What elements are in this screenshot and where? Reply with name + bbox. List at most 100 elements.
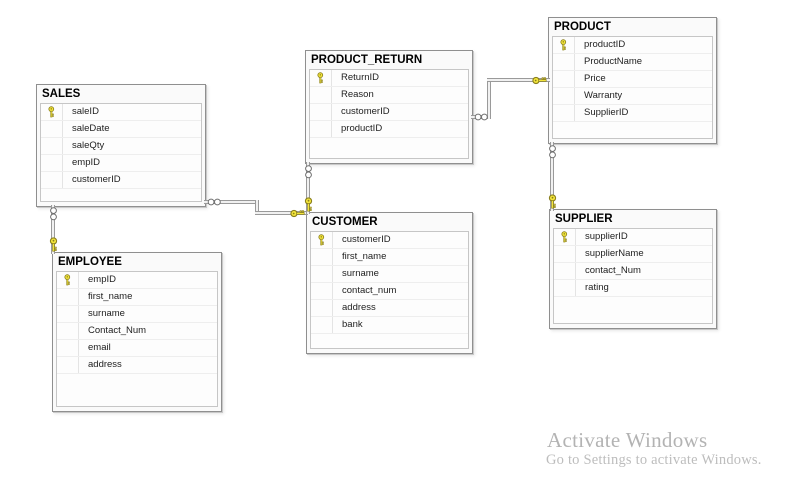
table-row[interactable]: productID: [553, 37, 712, 54]
table-field-grid: ReturnID Reason customerID productID: [309, 69, 469, 159]
entity-table-product_return[interactable]: PRODUCT_RETURN ReturnID Reason customerID pr…: [305, 50, 473, 164]
field-label: first_name: [342, 251, 387, 262]
field-label: surname: [342, 268, 379, 279]
field-label: email: [88, 342, 111, 353]
table-row[interactable]: email: [57, 340, 217, 357]
table-row[interactable]: rating: [554, 280, 712, 297]
key-cell-empty: [57, 357, 79, 373]
table-title[interactable]: CUSTOMER: [312, 216, 378, 228]
table-row[interactable]: contact_Num: [554, 263, 712, 280]
field-label: ProductName: [584, 56, 643, 67]
table-row[interactable]: surname: [311, 266, 468, 283]
relationship-customer-sales-segment[interactable]: [204, 200, 259, 204]
table-title[interactable]: SALES: [42, 88, 81, 100]
primary-key-cell: [553, 37, 575, 53]
table-row[interactable]: supplierID: [554, 229, 712, 246]
field-label: supplierID: [585, 231, 628, 242]
table-row[interactable]: empID: [41, 155, 201, 172]
table-row[interactable]: address: [311, 300, 468, 317]
key-cell-empty: [57, 340, 79, 356]
key-cell-empty: [41, 155, 63, 171]
relationship-customer-product_return-segment[interactable]: [306, 162, 310, 214]
table-row[interactable]: ProductName: [553, 54, 712, 71]
one-side-key-icon: [303, 196, 314, 212]
entity-table-supplier[interactable]: SUPPLIER supplierID supplierName contact_Nu…: [549, 209, 717, 329]
key-cell-empty: [311, 266, 333, 282]
key-cell-empty: [553, 71, 575, 87]
relationship-customer-sales-segment[interactable]: [255, 200, 259, 215]
table-row[interactable]: Reason: [310, 87, 468, 104]
one-side-key-icon: [531, 75, 547, 86]
relationship-customer-sales-segment[interactable]: [255, 211, 308, 215]
field-label: Contact_Num: [88, 325, 147, 336]
relationship-product-product_return-segment[interactable]: [487, 78, 491, 119]
table-row[interactable]: address: [57, 357, 217, 374]
table-row[interactable]: contact_num: [311, 283, 468, 300]
field-label: productID: [341, 123, 383, 134]
field-label: empID: [88, 274, 116, 285]
field-label: contact_num: [342, 285, 397, 296]
primary-key-cell: [311, 232, 333, 248]
table-row[interactable]: Contact_Num: [57, 323, 217, 340]
field-label: saleDate: [72, 123, 110, 134]
table-row[interactable]: empID: [57, 272, 217, 289]
table-row[interactable]: productID: [310, 121, 468, 138]
table-row[interactable]: surname: [57, 306, 217, 323]
field-label: customerID: [72, 174, 121, 185]
table-row[interactable]: customerID: [41, 172, 201, 189]
table-row[interactable]: SupplierID: [553, 105, 712, 122]
table-title[interactable]: SUPPLIER: [555, 213, 613, 225]
table-title[interactable]: PRODUCT: [554, 21, 611, 33]
key-cell-empty: [57, 323, 79, 339]
key-cell-empty: [554, 263, 576, 279]
table-title[interactable]: EMPLOYEE: [58, 256, 122, 268]
many-side-infinity-icon: [474, 113, 489, 121]
key-cell-empty: [553, 88, 575, 104]
table-row[interactable]: saleID: [41, 104, 201, 121]
table-row[interactable]: first_name: [311, 249, 468, 266]
primary-key-cell: [57, 272, 79, 288]
one-side-key-icon: [289, 208, 305, 219]
field-label: contact_Num: [585, 265, 641, 276]
table-row[interactable]: Warranty: [553, 88, 712, 105]
field-label: Reason: [341, 89, 374, 100]
one-side-key-icon: [48, 236, 59, 252]
primary-key-icon: [63, 274, 72, 286]
key-cell-empty: [554, 280, 576, 296]
field-label: customerID: [342, 234, 391, 245]
table-title[interactable]: PRODUCT_RETURN: [311, 54, 423, 66]
table-row[interactable]: saleDate: [41, 121, 201, 138]
table-row[interactable]: ReturnID: [310, 70, 468, 87]
many-side-infinity-icon: [304, 165, 312, 180]
relationship-product-product_return-segment[interactable]: [487, 78, 550, 82]
table-row[interactable]: customerID: [310, 104, 468, 121]
table-row[interactable]: first_name: [57, 289, 217, 306]
field-label: SupplierID: [584, 107, 629, 118]
primary-key-icon: [560, 231, 569, 243]
field-label: first_name: [88, 291, 133, 302]
table-row[interactable]: bank: [311, 317, 468, 334]
field-label: saleID: [72, 106, 99, 117]
field-label: supplierName: [585, 248, 644, 259]
relationship-supplier-product-segment[interactable]: [550, 142, 554, 211]
table-row[interactable]: customerID: [311, 232, 468, 249]
field-label: rating: [585, 282, 609, 293]
field-label: address: [88, 359, 122, 370]
table-row[interactable]: saleQty: [41, 138, 201, 155]
table-row[interactable]: Price: [553, 71, 712, 88]
many-side-infinity-icon: [49, 207, 57, 222]
key-cell-empty: [310, 87, 332, 103]
relationship-employee-sales-segment[interactable]: [51, 205, 55, 254]
key-cell-empty: [311, 317, 333, 333]
table-row[interactable]: supplierName: [554, 246, 712, 263]
field-label: address: [342, 302, 376, 313]
primary-key-cell: [554, 229, 576, 245]
